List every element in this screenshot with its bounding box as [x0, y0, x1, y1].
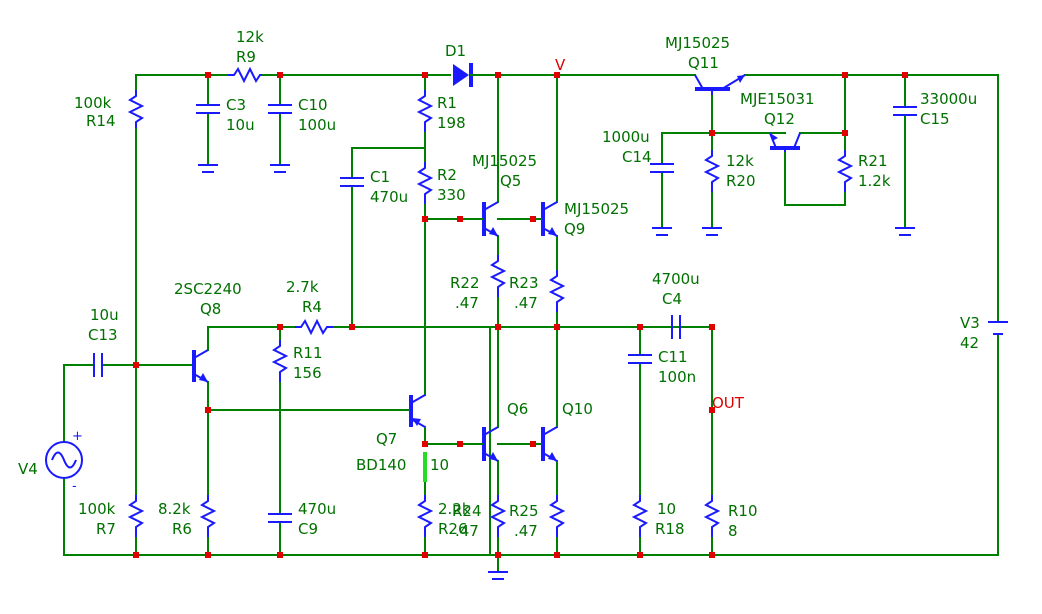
label-c14-value: 1000u	[602, 128, 650, 146]
label-q9-ref: Q9	[564, 220, 585, 238]
label-q11-ref: Q11	[688, 54, 719, 72]
transistor-q6	[471, 426, 499, 462]
transistor-q5	[471, 201, 499, 237]
label-r20-value: 12k	[726, 152, 754, 170]
label-r1-value: 198	[437, 114, 466, 132]
label-c15-value: 33000u	[920, 90, 977, 108]
label-d1-ref: D1	[445, 42, 466, 60]
label-r26-ref: R26	[438, 520, 468, 538]
label-r10-value: 8	[728, 522, 738, 540]
label-r6-ref: R6	[172, 520, 192, 538]
transistor-q10	[533, 426, 558, 462]
label-r22-value: .47	[455, 294, 479, 312]
label-q5-ref: Q5	[500, 172, 521, 190]
label-r7-ref: R7	[96, 520, 116, 538]
label-r21-ref: R21	[858, 152, 888, 170]
label-r24-ref: R24	[452, 502, 482, 520]
diode-d1	[453, 63, 476, 87]
label-r21-value: 1.2k	[858, 172, 891, 190]
transistor-q12	[769, 132, 801, 152]
label-v3-ref: V3	[960, 314, 980, 332]
label-q7-value: BD140	[356, 456, 406, 474]
label-q8-value: 2SC2240	[174, 280, 242, 298]
transistor-q9	[533, 201, 558, 237]
label-q6-ref: Q6	[507, 400, 528, 418]
label-q5-value: MJ15025	[472, 152, 537, 170]
label-c15-ref: C15	[920, 110, 950, 128]
label-c3-ref: C3	[226, 96, 246, 114]
label-q9-value: MJ15025	[564, 200, 629, 218]
label-c13-ref: C13	[88, 326, 118, 344]
ground-symbols	[198, 164, 915, 580]
label-c4-value: 4700u	[652, 270, 700, 288]
label-extra-10: 10	[430, 456, 449, 474]
v4-minus-sign: -	[72, 479, 77, 494]
label-c10-value: 100u	[298, 116, 336, 134]
label-r18-ref: R18	[655, 520, 685, 538]
component-labels: 100k R14 12k R9 C3 10u C10 100u D1 R1 19…	[18, 28, 980, 540]
transistor-q11	[694, 74, 746, 95]
label-r9-value: 12k	[236, 28, 264, 46]
probe-out-label: OUT	[712, 394, 745, 412]
label-r23-ref: R23	[509, 274, 539, 292]
label-r11-value: 156	[293, 364, 322, 382]
label-c14-ref: C14	[622, 148, 652, 166]
label-c11-value: 100n	[658, 368, 696, 386]
label-r23-value: .47	[514, 294, 538, 312]
label-r7-value: 100k	[78, 500, 116, 518]
label-c9-value: 470u	[298, 500, 336, 518]
label-v3-value: 42	[960, 334, 979, 352]
label-r14-ref: R14	[86, 112, 116, 130]
label-c13-value: 10u	[90, 306, 119, 324]
label-r20-ref: R20	[726, 172, 756, 190]
label-q12-value: MJE15031	[740, 90, 815, 108]
wires	[63, 74, 999, 573]
probe-v-label: V	[555, 56, 566, 74]
label-r18-value: 10	[657, 500, 676, 518]
label-q11-value: MJ15025	[665, 34, 730, 52]
resistor-symbols	[127, 66, 854, 537]
label-r11-ref: R11	[293, 344, 323, 362]
label-c9-ref: C9	[298, 520, 318, 538]
label-c1-ref: C1	[370, 168, 390, 186]
label-r4-ref: R4	[302, 298, 322, 316]
v4-plus-sign: +	[72, 429, 83, 444]
label-c1-value: 470u	[370, 188, 408, 206]
label-r6-value: 8.2k	[158, 500, 191, 518]
transistor-q8	[192, 349, 209, 383]
label-r2-ref: R2	[437, 166, 457, 184]
label-q8-ref: Q8	[200, 300, 221, 318]
label-r10-ref: R10	[728, 502, 758, 520]
label-c3-value: 10u	[226, 116, 255, 134]
label-r1-ref: R1	[437, 94, 457, 112]
label-r4-value: 2.7k	[286, 278, 319, 296]
transistor-q7	[397, 394, 426, 428]
ac-source-v4	[45, 441, 83, 479]
label-c4-ref: C4	[662, 290, 682, 308]
label-r26-value: 2.2k	[438, 500, 471, 518]
junction-dots	[133, 72, 908, 558]
label-r22-ref: R22	[450, 274, 480, 292]
label-r9-ref: R9	[236, 48, 256, 66]
label-r25-value: .47	[514, 522, 538, 540]
label-q12-ref: Q12	[764, 110, 795, 128]
battery-v3	[988, 321, 1008, 335]
label-q7-ref: Q7	[376, 430, 397, 448]
capacitor-symbols	[93, 104, 917, 523]
label-r14-value: 100k	[74, 94, 112, 112]
label-c11-ref: C11	[658, 348, 688, 366]
label-v4-ref: V4	[18, 460, 38, 478]
label-r24-value: .47	[455, 522, 479, 540]
label-q10-ref: Q10	[562, 400, 593, 418]
label-r25-ref: R25	[509, 502, 539, 520]
label-c10-ref: C10	[298, 96, 328, 114]
label-r2-value: 330	[437, 186, 466, 204]
